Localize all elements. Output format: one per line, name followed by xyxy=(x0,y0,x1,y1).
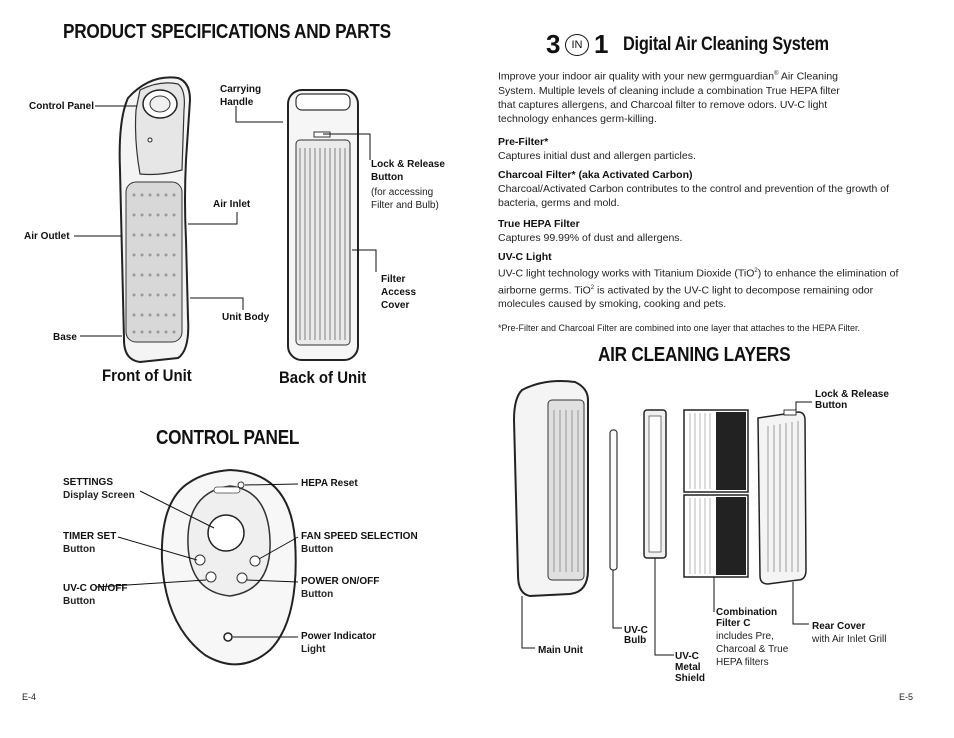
caption-front-of-unit: Front of Unit xyxy=(102,366,192,385)
page-title-specs: PRODUCT SPECIFICATIONS AND PARTS xyxy=(63,21,391,43)
label-power-line2: Button xyxy=(301,589,334,600)
label-filter-cover-line3: Cover xyxy=(381,300,410,311)
heading-hepa: True HEPA Filter xyxy=(498,218,580,230)
hepa-reset-button-shape xyxy=(237,481,245,489)
page-number-left: E-4 xyxy=(22,692,37,702)
label-combo-line3: includes Pre, xyxy=(716,631,774,642)
label-timer-line2: Button xyxy=(63,544,96,555)
text-uvc: UV-C light technology works with Titaniu… xyxy=(498,264,913,311)
label-lock-release-note-line1: (for accessing xyxy=(371,187,434,198)
label-lock-release-line2: Button xyxy=(371,172,404,183)
label-hepa-reset: HEPA Reset xyxy=(301,478,358,489)
label-layers-lock-release-line2: Button xyxy=(815,400,848,411)
label-fan-speed-line1: FAN SPEED SELECTION xyxy=(301,531,418,542)
label-uvc-shield-line3: Shield xyxy=(675,673,706,684)
logo-in-circle: IN xyxy=(565,34,589,56)
label-filter-cover-line1: Filter xyxy=(381,274,406,285)
label-air-outlet: Air Outlet xyxy=(24,231,70,242)
intro-text-1: Improve your indoor air quality with you… xyxy=(498,70,775,83)
heading-pre-filter: Pre-Filter* xyxy=(498,136,549,148)
label-carrying-handle-line2: Handle xyxy=(220,97,254,108)
label-combo-line4: Charcoal & True xyxy=(716,644,789,655)
label-combo-line1: Combination xyxy=(716,607,778,618)
label-carrying-handle-line1: Carrying xyxy=(220,84,262,95)
uvc-text-3: is activated by the UV-C light to decomp… xyxy=(498,284,874,310)
label-air-inlet: Air Inlet xyxy=(213,199,251,210)
label-unit-body: Unit Body xyxy=(222,312,270,323)
label-filter-cover-line2: Access xyxy=(381,287,417,298)
intro-text-2: Air Cleaning System. Multiple levels of … xyxy=(498,70,840,125)
heading-uvc: UV-C Light xyxy=(498,251,552,263)
logo-3-in-1: 3 IN 1 xyxy=(546,29,618,59)
label-lock-release-line1: Lock & Release xyxy=(371,159,445,170)
label-uvc-bulb-line1: UV-C xyxy=(624,625,648,636)
label-uvc-bulb-line2: Bulb xyxy=(624,635,647,646)
intro-registered: ® xyxy=(774,71,779,77)
label-combo-line2: Filter C xyxy=(716,618,751,629)
label-lock-release-note-line2: Filter and Bulb) xyxy=(371,200,439,211)
page-title-digital-air: Digital Air Cleaning System xyxy=(623,34,829,55)
label-power-line1: POWER ON/OFF xyxy=(301,576,380,587)
label-settings-line2: Display Screen xyxy=(63,490,135,501)
text-charcoal: Charcoal/Activated Carbon contributes to… xyxy=(498,183,890,209)
label-rear-cover-line1: Rear Cover xyxy=(812,621,866,632)
uvc-button-shape xyxy=(205,571,217,583)
label-uvc-line2: Button xyxy=(63,596,96,607)
section-title-air-cleaning-layers: AIR CLEANING LAYERS xyxy=(598,344,791,366)
label-settings-line1: SETTINGS xyxy=(63,477,114,488)
label-indicator-line1: Power Indicator xyxy=(301,631,377,642)
label-uvc-shield-line2: Metal xyxy=(675,662,701,673)
caption-back-of-unit: Back of Unit xyxy=(279,368,367,387)
label-layers-lock-release-line1: Lock & Release xyxy=(815,389,889,400)
label-indicator-line2: Light xyxy=(301,644,326,655)
section-title-control-panel: CONTROL PANEL xyxy=(156,427,300,449)
label-uvc-line1: UV-C ON/OFF xyxy=(63,583,128,594)
heading-charcoal: Charcoal Filter* (aka Activated Carbon) xyxy=(498,169,693,181)
uvc-super-1: 2 xyxy=(754,268,758,274)
intro-paragraph: Improve your indoor air quality with you… xyxy=(498,67,848,126)
uvc-text-1: UV-C light technology works with Titaniu… xyxy=(498,267,755,280)
power-button-shape xyxy=(236,572,248,584)
footnote: *Pre-Filter and Charcoal Filter are comb… xyxy=(498,323,861,333)
label-base: Base xyxy=(53,332,77,343)
text-pre-filter: Captures initial dust and allergen parti… xyxy=(498,150,696,162)
label-control-panel: Control Panel xyxy=(29,101,95,112)
label-rear-cover-line2: with Air Inlet Grill xyxy=(812,634,887,645)
uvc-text-2: ) to enhance the elimination of airborne… xyxy=(498,267,899,297)
label-combo-line5: HEPA filters xyxy=(716,657,769,668)
logo-digit-right: 1 xyxy=(594,29,609,59)
fan-speed-button-shape xyxy=(249,555,261,567)
label-fan-speed-line2: Button xyxy=(301,544,334,555)
label-timer-line1: TIMER SET xyxy=(63,531,117,542)
page-number-right: E-5 xyxy=(899,692,914,702)
label-uvc-shield-line1: UV-C xyxy=(675,651,699,662)
timer-set-button-shape xyxy=(194,554,206,566)
text-hepa: Captures 99.99% of dust and allergens. xyxy=(498,232,683,244)
logo-digit-left: 3 xyxy=(546,29,561,59)
label-main-unit: Main Unit xyxy=(538,645,583,656)
uvc-super-2: 2 xyxy=(590,284,595,291)
